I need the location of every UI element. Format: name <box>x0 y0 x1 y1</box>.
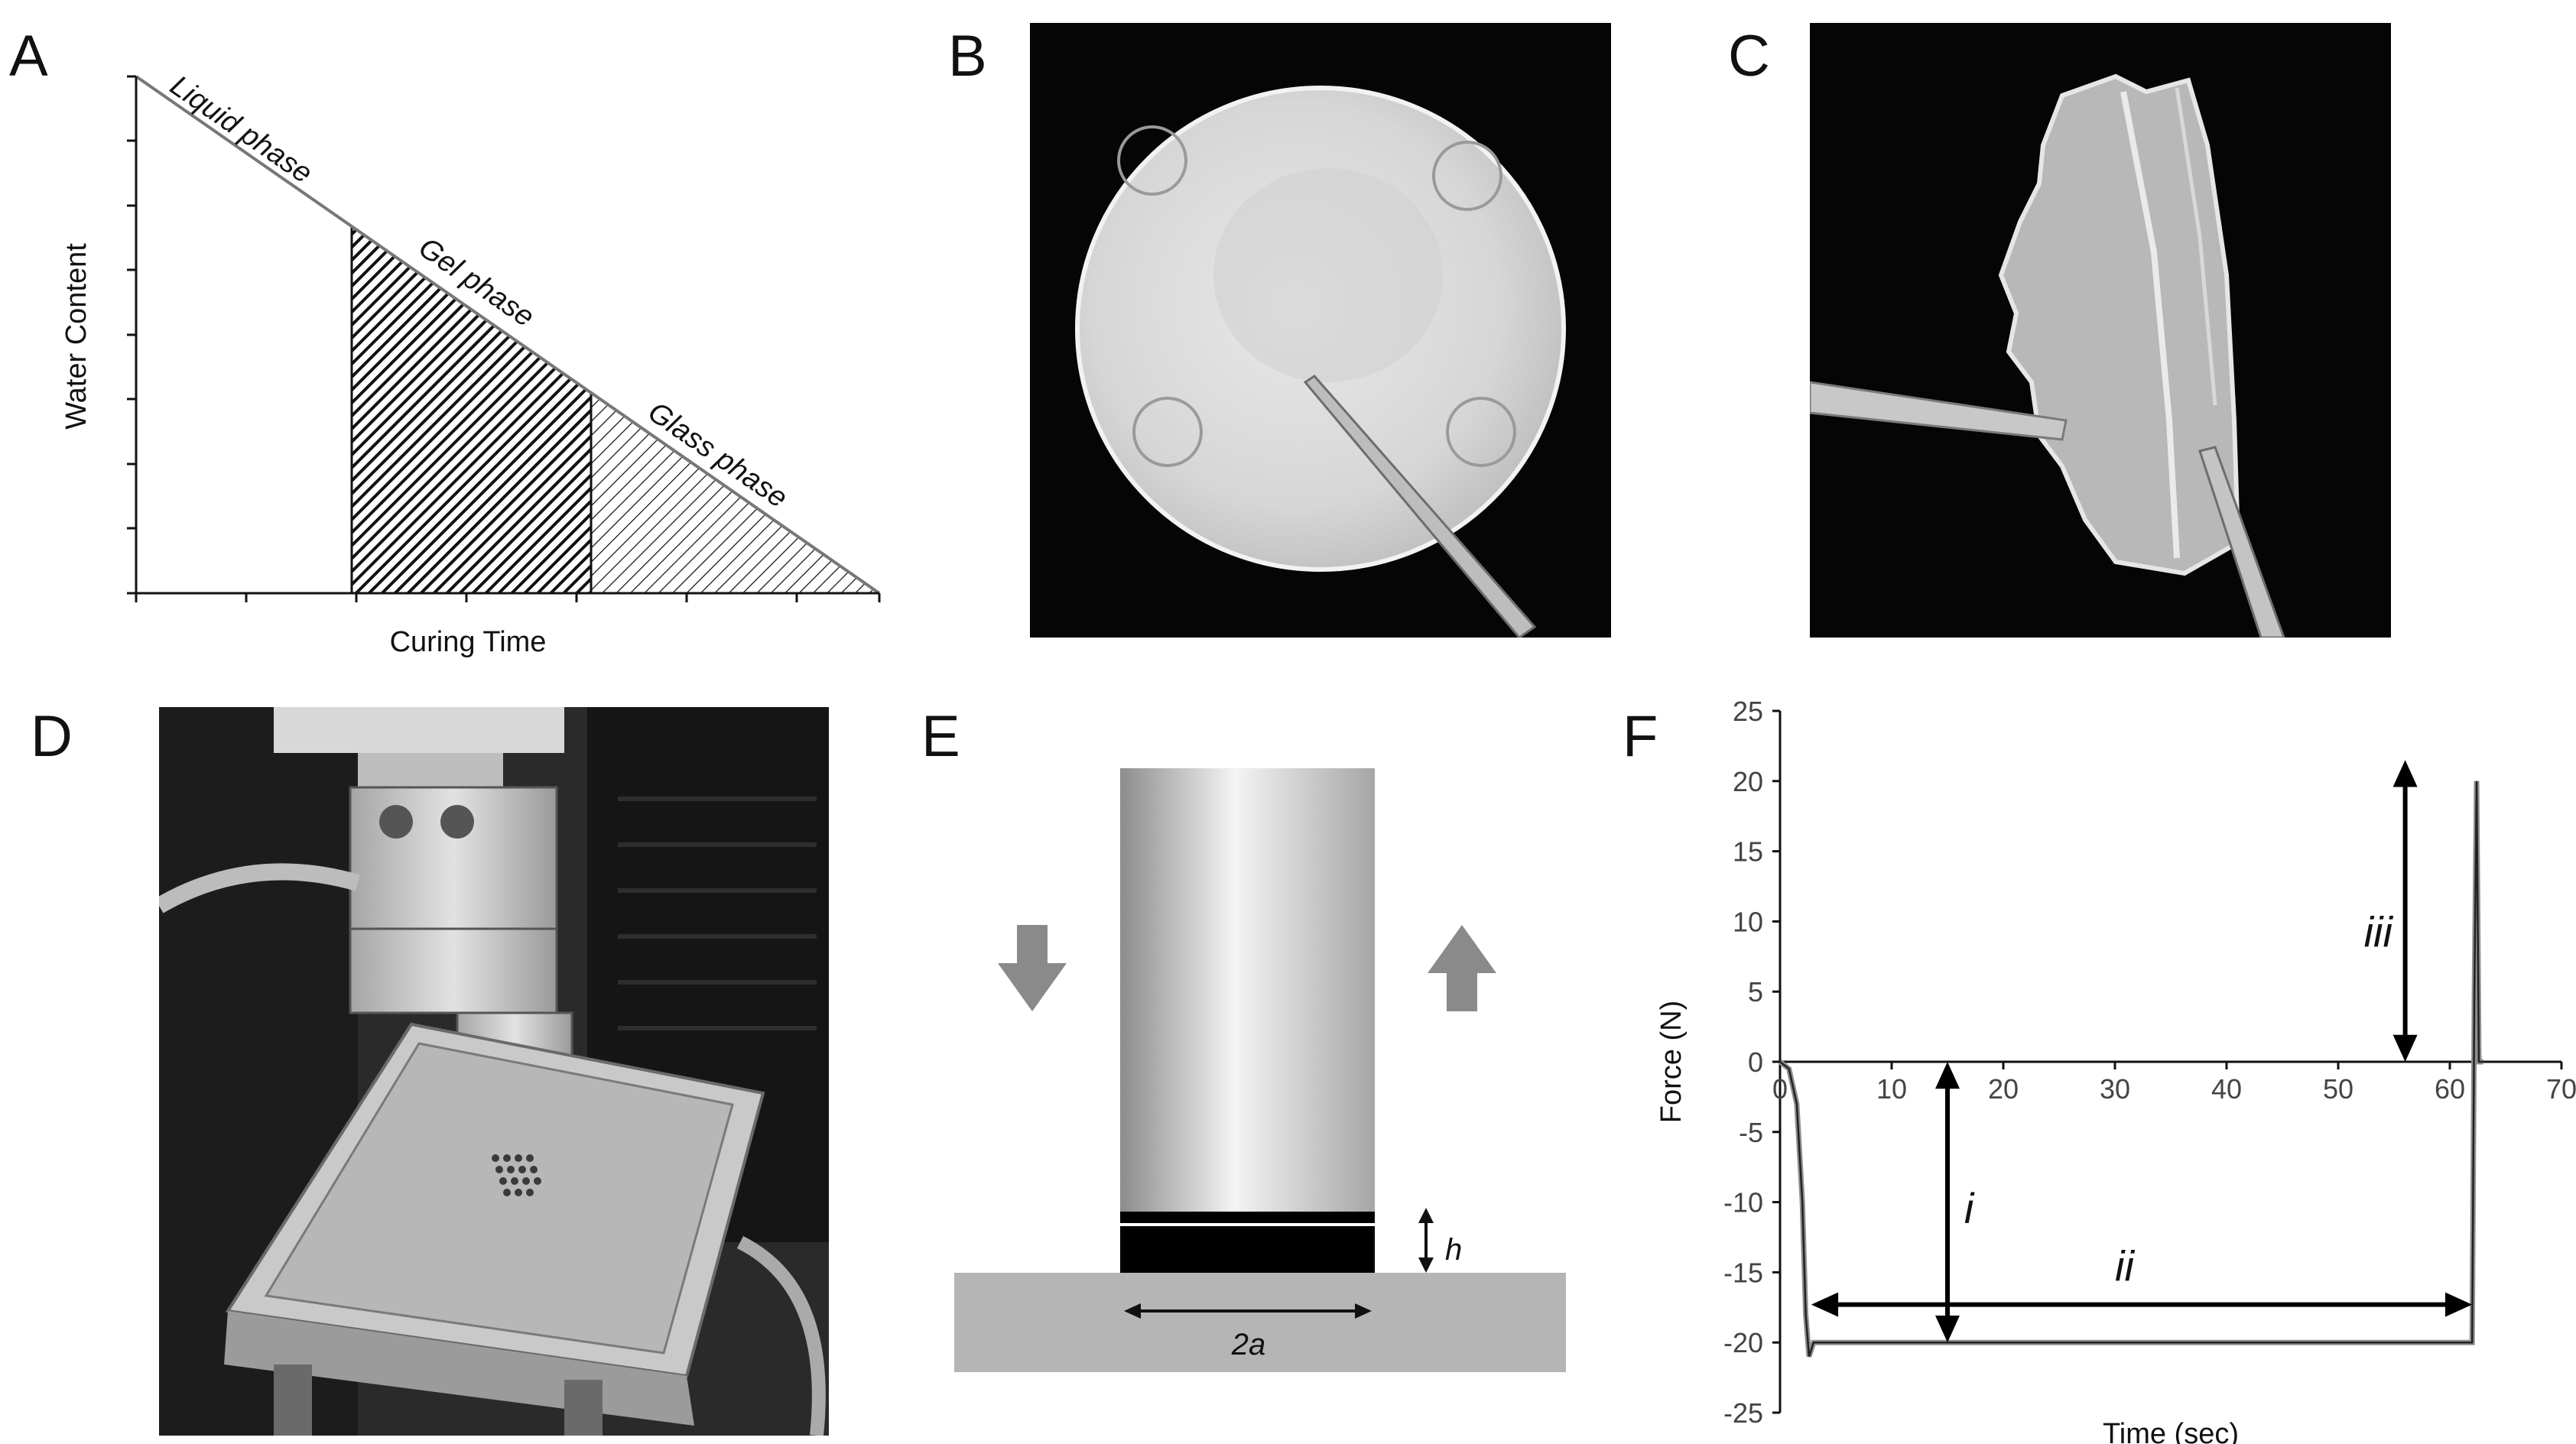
label-h: h <box>1445 1233 1462 1267</box>
gel-phase-region <box>352 226 591 593</box>
x-tick-label: 50 <box>2323 1073 2353 1105</box>
panel-c-hydrogel-flexibility-photo <box>1810 23 2391 638</box>
probe-cylinder <box>1120 768 1375 1212</box>
y-tick-label: -5 <box>1739 1117 1763 1148</box>
panel-letter-c: C <box>1728 24 1770 89</box>
panel-letter-f: F <box>1623 704 1658 769</box>
arrow-head <box>1811 1292 1839 1317</box>
arrow-head <box>2392 1034 2418 1062</box>
arrow-head <box>2445 1292 2473 1317</box>
up-arrow <box>1428 925 1496 1011</box>
left-forceps <box>1810 381 2068 441</box>
panel-e-probe-schematic: h 2a <box>954 768 1566 1372</box>
annotation-ii: ii <box>2115 1241 2135 1290</box>
arrow-head <box>1935 1316 1960 1343</box>
tweezer <box>1303 375 1537 638</box>
panel-letter-a: A <box>9 24 48 89</box>
panel-letter-e: E <box>921 704 960 769</box>
panel-d-test-setup-photo <box>159 707 829 1436</box>
y-tick-label: 25 <box>1733 696 1763 727</box>
x-tick-label: 0 <box>1772 1073 1788 1105</box>
y-tick-label: 5 <box>1748 976 1763 1008</box>
y-tick-label: 15 <box>1733 836 1763 868</box>
phase-label-liquid: Liquid phase <box>164 70 318 190</box>
x-tick-label: 20 <box>1988 1073 2019 1105</box>
arrow-head <box>2392 760 2418 787</box>
series-line-core <box>1779 780 2483 1357</box>
x-axis-label: Time (sec) <box>2103 1418 2239 1444</box>
panel-letter-b: B <box>948 24 987 89</box>
y-tick-label: 0 <box>1748 1046 1763 1078</box>
hydrogel-sheet <box>1998 73 2241 576</box>
y-tick-label: -20 <box>1723 1327 1763 1358</box>
y-axis-label: Water Content <box>60 243 93 430</box>
down-arrow <box>998 925 1067 1011</box>
y-axis-label: Force (N) <box>1655 1001 1688 1123</box>
substrate-block <box>954 1273 1566 1372</box>
annotation-arrows <box>1834 783 2450 1320</box>
y-tick-label: -25 <box>1723 1397 1763 1429</box>
water-content-line <box>135 75 881 595</box>
annotation-i: i <box>1964 1184 1975 1232</box>
x-axis-label: Curing Time <box>390 626 547 658</box>
panel-a-phase-diagram: Liquid phase Gel phase Glass phase Curin… <box>60 70 881 658</box>
right-forceps <box>2198 446 2285 638</box>
arrow-head <box>1935 1062 1960 1089</box>
annotation-iii: iii <box>2364 907 2394 956</box>
x-tick-label: 10 <box>1876 1073 1907 1105</box>
x-tick-label: 30 <box>2100 1073 2130 1105</box>
panel-b-hydrogel-disc-photo <box>1030 23 1611 638</box>
panel-letter-d: D <box>31 704 73 769</box>
x-tick-label: 70 <box>2546 1073 2576 1105</box>
y-tick-label: 10 <box>1733 906 1763 937</box>
x-tick-label: 40 <box>2211 1073 2242 1105</box>
label-2a: 2a <box>1231 1328 1266 1361</box>
y-tick-label: -15 <box>1723 1257 1763 1288</box>
x-tick-label: 60 <box>2435 1073 2465 1105</box>
y-tick-label: 20 <box>1733 766 1763 797</box>
y-tick-label: -10 <box>1723 1187 1763 1218</box>
